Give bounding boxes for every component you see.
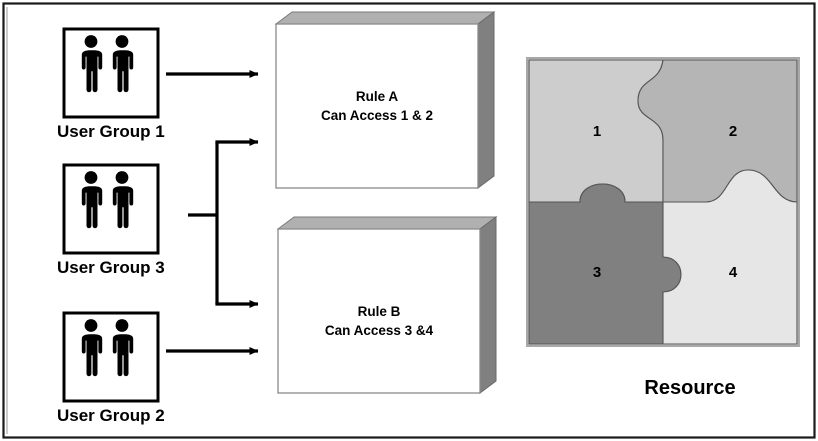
puzzle-piece-4-number: 4 (729, 264, 738, 281)
user-group-2[interactable]: User Group 2 (57, 311, 165, 425)
rule-a-box-top-face (274, 11, 496, 25)
rule-b-box[interactable]: Rule B Can Access 3 &4 (276, 216, 498, 394)
user-group-2-icon-box (62, 311, 160, 403)
user-group-1[interactable]: User Group 1 (57, 27, 165, 141)
rule-b-box-front-face (277, 228, 481, 394)
puzzle-piece-2-number: 2 (729, 123, 737, 140)
user-group-3[interactable]: User Group 3 (57, 163, 165, 277)
user-group-1-label: User Group 1 (57, 122, 165, 141)
resource-caption: Resource (644, 377, 735, 399)
rule-a-box[interactable]: Rule A Can Access 1 & 2 (274, 11, 496, 189)
puzzle-piece-3[interactable] (528, 183, 682, 345)
rule-b-description: Can Access 3 &4 (325, 323, 434, 338)
puzzle-piece-3-number: 3 (593, 264, 601, 281)
rule-a-title: Rule A (356, 89, 399, 104)
rule-a-box-side-face (477, 11, 495, 189)
user-group-3-label: User Group 3 (57, 258, 165, 277)
connector-arrows (166, 70, 259, 355)
rule-b-box-top-face (276, 216, 498, 230)
user-group-1-icon-box (62, 27, 160, 119)
rule-b-box-side-face (479, 216, 497, 394)
rule-b-title: Rule B (358, 304, 401, 319)
user-group-2-label: User Group 2 (57, 406, 165, 425)
user-group-3-icon-box (62, 163, 160, 255)
rule-a-description: Can Access 1 & 2 (321, 108, 433, 123)
rule-a-box-front-face (275, 23, 479, 189)
puzzle-piece-1-number: 1 (593, 123, 601, 140)
puzzle-piece-4[interactable] (662, 169, 798, 345)
resource-puzzle[interactable]: 1 2 3 4 Resource (526, 57, 800, 399)
